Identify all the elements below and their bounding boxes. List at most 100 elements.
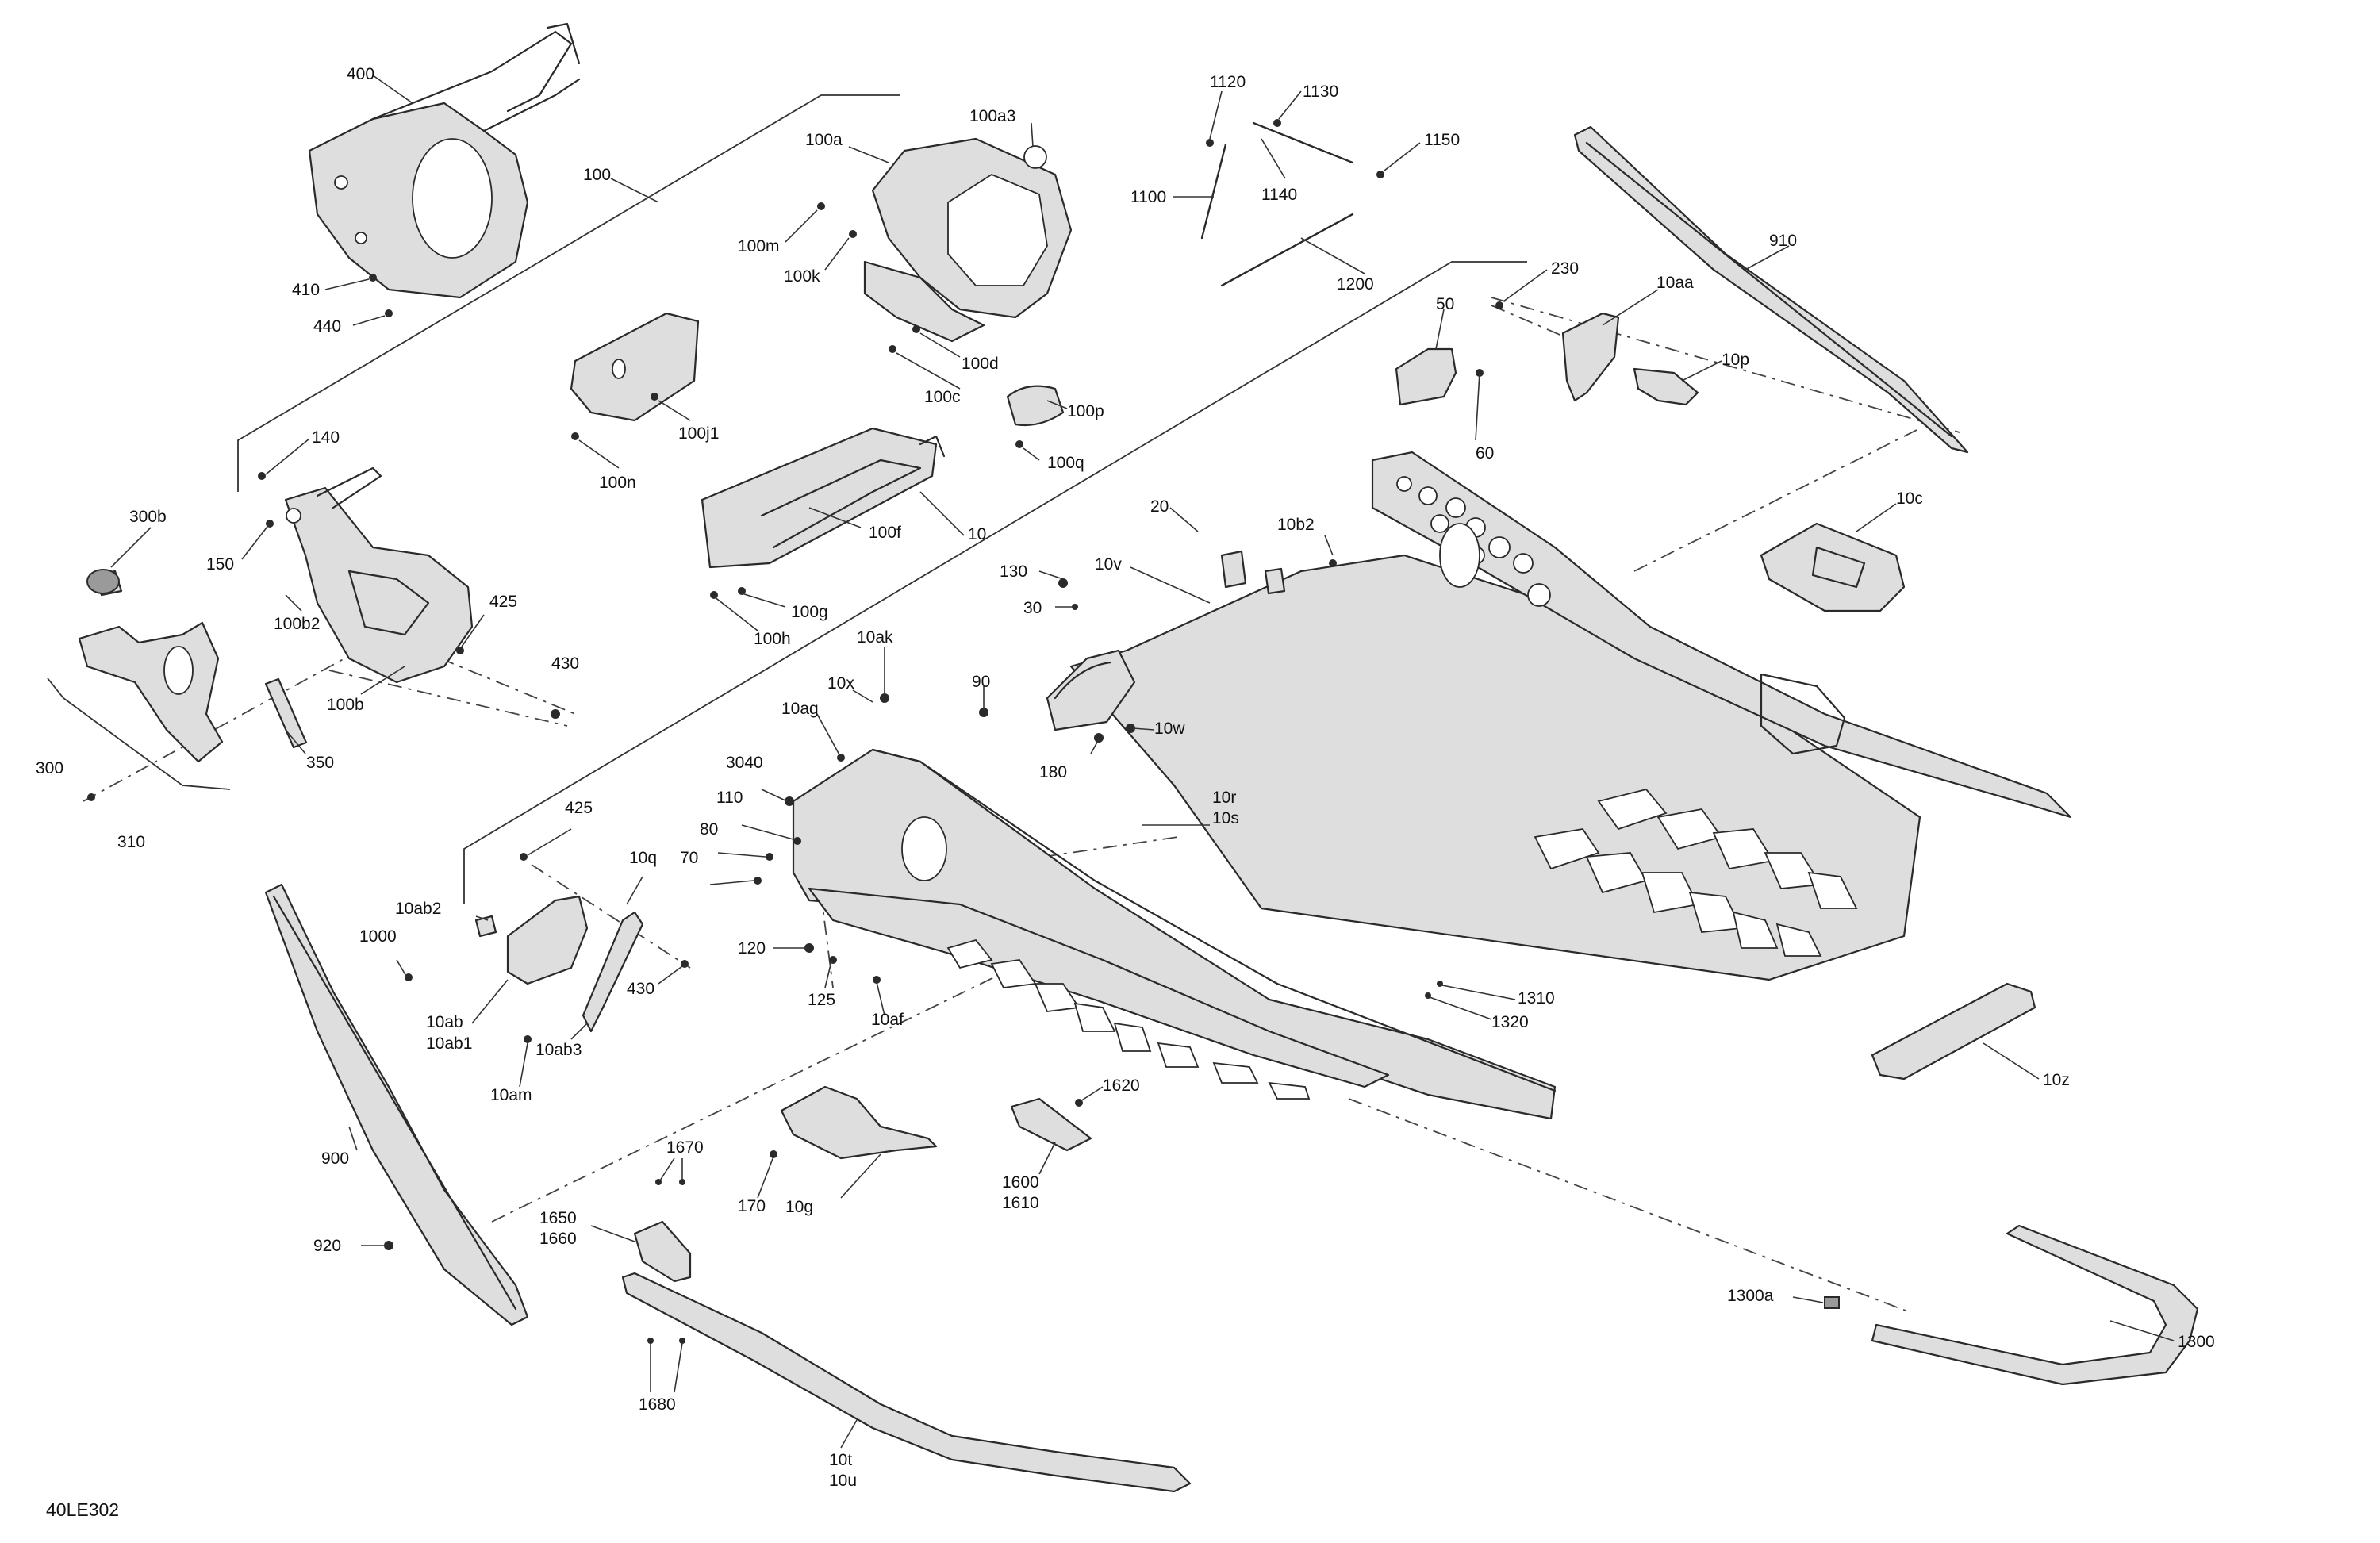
callout-label: 60 — [1476, 444, 1494, 463]
callout-label: 100 — [583, 166, 611, 184]
callout-label: 100a3 — [969, 107, 1015, 125]
callout-label: 130 — [1000, 562, 1027, 581]
callout-label: 20 — [1150, 497, 1169, 516]
callout-label: 10z — [2043, 1071, 2070, 1089]
callout-label: 10p — [1722, 351, 1749, 369]
callout-label: 70 — [680, 849, 698, 867]
drawing-id-label: 40LE302 — [46, 1499, 120, 1520]
callout-label: 1680 — [639, 1395, 676, 1414]
callout-label: 100q — [1047, 454, 1084, 472]
bracket-part-10c — [1760, 522, 1906, 612]
callout-label: 1320 — [1491, 1013, 1529, 1031]
callout-label: 10w — [1154, 720, 1185, 738]
callout-label: 1660 — [539, 1230, 577, 1248]
callout-label: 430 — [551, 654, 579, 673]
rail-lightening-holes — [1396, 476, 1551, 607]
callout-label: 10q — [629, 849, 657, 867]
upper-front-frame-part-400 — [308, 22, 581, 299]
callout-label: 10v — [1095, 555, 1122, 574]
front-support-part-300 — [78, 569, 224, 763]
callout-label: 100p — [1067, 402, 1104, 420]
callout-label: 10af — [871, 1011, 904, 1029]
frame-100a-opening — [947, 173, 1048, 286]
cover-plate-part-100j1 — [570, 312, 700, 422]
callout-label: 3040 — [726, 754, 763, 772]
callout-label: 100k — [784, 267, 820, 286]
link-pin-part-350 — [264, 677, 308, 749]
callout-label: 30 — [1023, 599, 1042, 617]
callout-label: 900 — [321, 1150, 349, 1168]
callout-label: 10g — [785, 1198, 813, 1216]
callout-label: 100c — [924, 388, 961, 406]
edge-rail-part-910 — [1573, 125, 1969, 454]
callout-label: 440 — [313, 317, 341, 336]
callout-label: 100b — [327, 696, 364, 714]
callout-label: 90 — [972, 673, 990, 691]
callout-label: 1100 — [1130, 188, 1166, 206]
callout-label: 100b2 — [274, 615, 320, 633]
callout-label: 1300a — [1727, 1287, 1774, 1305]
callout-label: 10 — [968, 525, 986, 543]
callout-label: 410 — [292, 281, 320, 299]
callout-label: 10am — [490, 1086, 532, 1104]
callout-label: 920 — [313, 1237, 341, 1255]
callout-label: 1310 — [1518, 989, 1555, 1008]
callout-label: 100g — [791, 603, 828, 621]
callout-label: 50 — [1436, 295, 1454, 313]
callout-label: 910 — [1769, 232, 1797, 250]
callout-label: 10aa — [1656, 274, 1694, 292]
deck-vent-cutouts — [1534, 788, 1858, 957]
foot-bracket-part-1650 — [633, 1220, 692, 1283]
bumper-300b — [86, 569, 120, 594]
callout-label: 310 — [117, 833, 145, 851]
tray-part-100f — [701, 427, 946, 569]
callout-label: 425 — [489, 593, 517, 611]
callout-label: 430 — [627, 980, 654, 998]
bracket-part-10g — [780, 1085, 938, 1160]
small-brackets-right — [1395, 312, 1699, 406]
bumper-clip-1300a — [1824, 1296, 1840, 1309]
edge-rail-part-900 — [264, 883, 529, 1326]
callout-label: 1610 — [1002, 1194, 1039, 1212]
callout-label: 10s — [1212, 809, 1239, 827]
callout-label: 180 — [1039, 763, 1067, 781]
callout-label: 230 — [1551, 259, 1579, 278]
callout-label: 425 — [565, 799, 593, 817]
callout-label: 10r — [1212, 789, 1236, 807]
rear-bumper-part-1300 — [1824, 1224, 2199, 1386]
callout-label: 125 — [808, 991, 835, 1009]
callout-label: 1130 — [1303, 83, 1338, 101]
callout-label: 80 — [700, 820, 718, 839]
bracket-part-10ab — [474, 895, 644, 1033]
callout-label: 10b2 — [1277, 516, 1315, 534]
callout-label: 100m — [738, 237, 780, 255]
callout-label: 1620 — [1103, 1077, 1140, 1095]
callout-label: 150 — [206, 555, 234, 574]
cap-part-100p — [1006, 385, 1065, 427]
callout-label: 1300 — [2178, 1333, 2215, 1351]
callout-label: 1120 — [1210, 73, 1246, 91]
callout-label: 10x — [827, 674, 854, 693]
callout-label: 10u — [829, 1472, 857, 1490]
callout-label: 300 — [36, 759, 63, 777]
callout-label: 100j1 — [678, 424, 719, 443]
step-part-1600 — [1010, 1097, 1092, 1152]
front-tunnel-vent-cutouts — [946, 938, 1311, 1100]
fasteners — [87, 119, 1503, 1344]
front-lower-frame-part-100b — [284, 466, 474, 684]
callout-label: 10ab1 — [426, 1034, 472, 1053]
callout-label: 170 — [738, 1197, 766, 1215]
callout-label: 100n — [599, 474, 636, 492]
running-board-part-10t — [621, 1272, 1192, 1493]
callout-label: 10ab2 — [395, 900, 441, 918]
callout-label: 1000 — [359, 927, 397, 946]
callout-labels: 400 100 100a 100a3 100m 100k 410 440 100… — [36, 65, 2215, 1490]
callout-label: 10ab3 — [536, 1041, 582, 1059]
struts-1100-1200 — [1200, 121, 1354, 287]
chassis-tunnel-part-10 — [792, 451, 2072, 1120]
callout-label: 10ab — [426, 1013, 463, 1031]
callout-label: 300b — [129, 508, 167, 526]
callout-label: 10t — [829, 1451, 852, 1469]
callout-label: 1670 — [666, 1138, 704, 1157]
